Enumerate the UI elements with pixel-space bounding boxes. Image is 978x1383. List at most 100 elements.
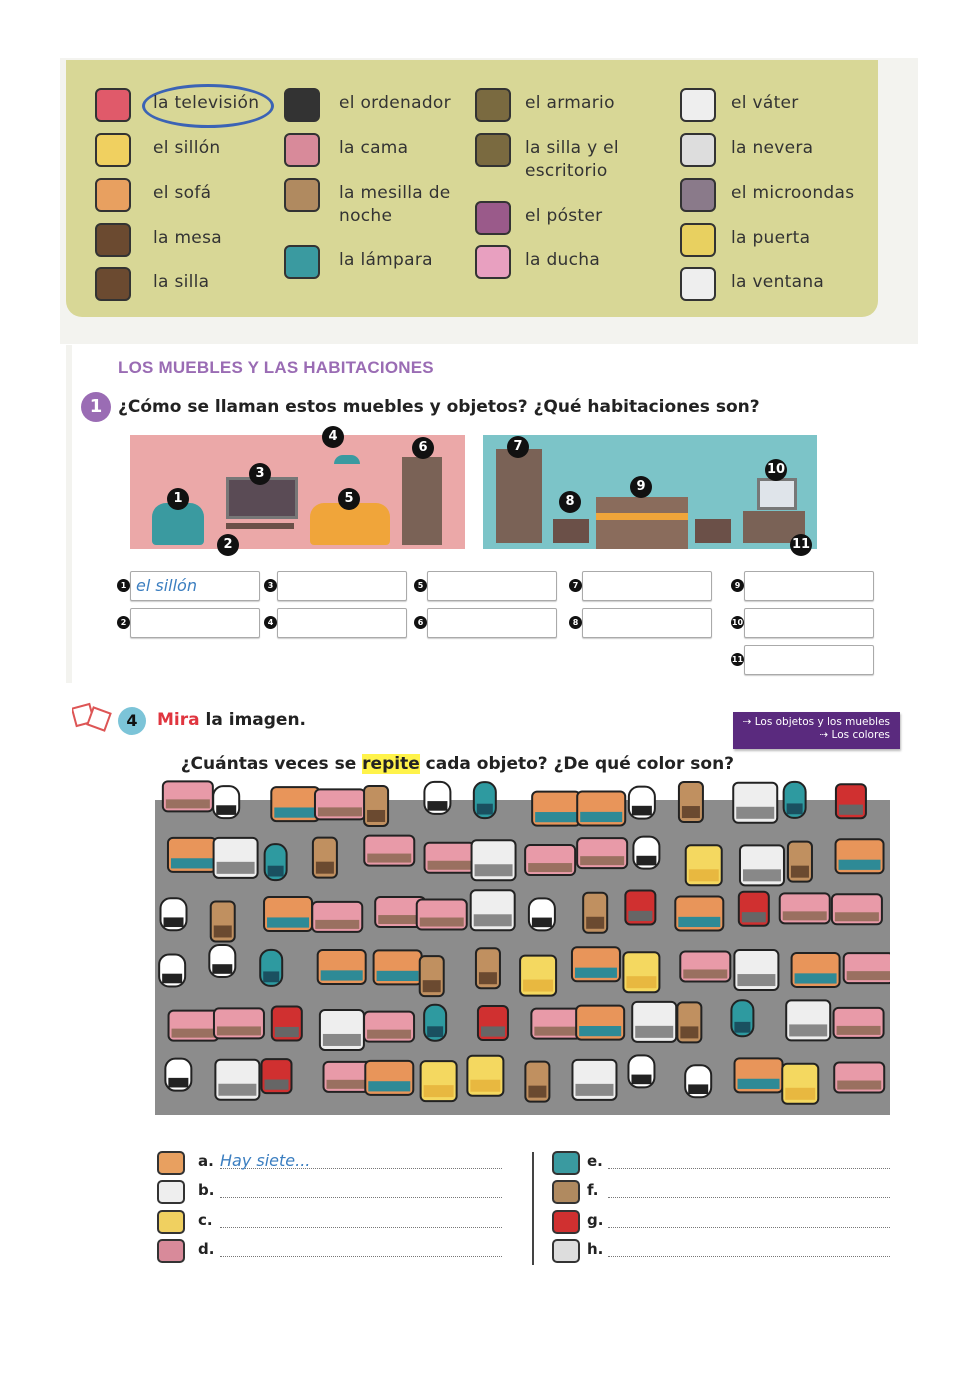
mira-word: Mira — [157, 710, 200, 730]
lamp-icon — [552, 1151, 580, 1175]
bed-drawing — [363, 1010, 416, 1043]
stool-drawing — [311, 836, 338, 879]
fridge-drawing — [470, 839, 517, 882]
bed-drawing — [778, 892, 831, 925]
bed-icon — [284, 133, 320, 167]
bed-drawing — [576, 837, 629, 870]
fridge-drawing — [212, 836, 259, 879]
answer-box-11[interactable] — [744, 645, 874, 675]
reference-link[interactable]: ⇢ Los objetos y los muebles — [742, 716, 890, 728]
vocabulary-item: la cama — [339, 138, 409, 158]
vacuum-drawing — [270, 1005, 303, 1042]
answer-number: 6 — [414, 616, 427, 629]
sofa-drawing — [674, 895, 725, 932]
armchair-drawing — [419, 1060, 458, 1103]
wardrobe-icon — [475, 88, 511, 122]
toilet-icon — [157, 1180, 185, 1204]
vocabulary-item: el póster — [525, 206, 603, 226]
vocabulary-item: la nevera — [731, 138, 814, 158]
toilet-icon — [680, 88, 716, 122]
answer-line[interactable] — [220, 1227, 502, 1228]
sofa-drawing — [372, 949, 423, 986]
computer — [757, 478, 797, 510]
vocabulary-item: el microondas — [731, 183, 855, 203]
lamp-drawing — [730, 999, 755, 1038]
room-number-marker: 5 — [338, 488, 360, 510]
room-number-marker: 4 — [322, 426, 344, 448]
answer-box-4[interactable] — [277, 608, 407, 638]
reference-link[interactable]: ⇢ Los colores — [819, 729, 890, 741]
stool-drawing — [582, 891, 609, 934]
bed-drawing — [313, 788, 366, 821]
stool-drawing — [363, 784, 390, 827]
bed-drawing — [832, 1006, 885, 1039]
toilet-drawing — [627, 1054, 656, 1089]
sofa-drawing — [270, 786, 321, 823]
nightstand-icon — [552, 1180, 580, 1204]
answer-box-2[interactable] — [130, 608, 260, 638]
toilet-drawing — [158, 953, 187, 988]
answer-box-6[interactable] — [427, 608, 557, 638]
wardrobe — [496, 449, 542, 543]
room-number-marker: 11 — [790, 534, 812, 556]
answer-number: 1 — [117, 579, 130, 592]
vocabulary-item: la ducha — [525, 250, 601, 270]
sofa-drawing — [576, 790, 627, 827]
armchair — [152, 503, 204, 545]
armchair-drawing — [466, 1054, 505, 1097]
toilet-drawing — [684, 1064, 713, 1099]
vocabulary-item: la puerta — [731, 228, 811, 248]
answer-box-8[interactable] — [582, 608, 712, 638]
room-number-marker: 1 — [167, 488, 189, 510]
bed-drawing — [842, 952, 890, 985]
bed-drawing — [423, 841, 476, 874]
shower-icon — [475, 245, 511, 279]
answer-line[interactable] — [608, 1256, 890, 1257]
sofa-drawing — [570, 946, 621, 983]
section-title: LOS MUEBLES Y LAS HABITACIONES — [118, 358, 434, 377]
reference-box[interactable]: ⇢ Los objetos y los muebles ⇢ Los colore… — [733, 712, 900, 749]
bed-drawing — [530, 1007, 583, 1040]
stool-drawing — [677, 781, 704, 824]
answer-line[interactable] — [608, 1197, 890, 1198]
fridge-drawing — [469, 889, 516, 932]
answer-box-3[interactable] — [277, 571, 407, 601]
lamp-drawing — [782, 780, 807, 819]
fridge-icon — [680, 133, 716, 167]
bed-drawing — [833, 1061, 886, 1094]
answer-letter: f. — [587, 1181, 599, 1199]
room-number-marker: 9 — [630, 476, 652, 498]
answer-line[interactable] — [220, 1168, 502, 1169]
stool-drawing — [524, 1060, 551, 1103]
answer-box-9[interactable] — [744, 571, 874, 601]
answer-line[interactable] — [608, 1168, 890, 1169]
vacuum-drawing — [737, 890, 770, 927]
answer-box-7[interactable] — [582, 571, 712, 601]
answer-box-10[interactable] — [744, 608, 874, 638]
exercise4-line2: ¿Cuántas veces se repite cada objeto? ¿D… — [157, 734, 734, 794]
line1-rest: la imagen. — [199, 710, 307, 730]
answer-text: Hay siete... — [220, 1151, 311, 1170]
coffee-table — [226, 523, 294, 529]
answer-line[interactable] — [608, 1227, 890, 1228]
nightstand-icon — [284, 178, 320, 212]
door-icon — [680, 223, 716, 257]
answer-number: 9 — [731, 579, 744, 592]
nightstand — [695, 519, 731, 543]
answer-line[interactable] — [220, 1197, 502, 1198]
fridge-drawing — [214, 1058, 261, 1101]
tv-circle-highlight — [142, 84, 274, 128]
vocabulary-item: el váter — [731, 93, 799, 113]
toilet-drawing — [632, 835, 661, 870]
vacuum-icon — [552, 1210, 580, 1234]
room-number-marker: 6 — [412, 437, 434, 459]
fridge-drawing — [732, 781, 779, 824]
vacuum-drawing — [834, 783, 867, 820]
microwave-icon — [680, 178, 716, 212]
answer-box-5[interactable] — [427, 571, 557, 601]
answer-box-1[interactable]: el sillón — [130, 571, 260, 601]
armchair-icon — [95, 133, 131, 167]
line2-after: cada objeto? ¿De qué color son? — [419, 754, 735, 774]
answer-line[interactable] — [220, 1256, 502, 1257]
answer-letter: g. — [587, 1211, 604, 1229]
